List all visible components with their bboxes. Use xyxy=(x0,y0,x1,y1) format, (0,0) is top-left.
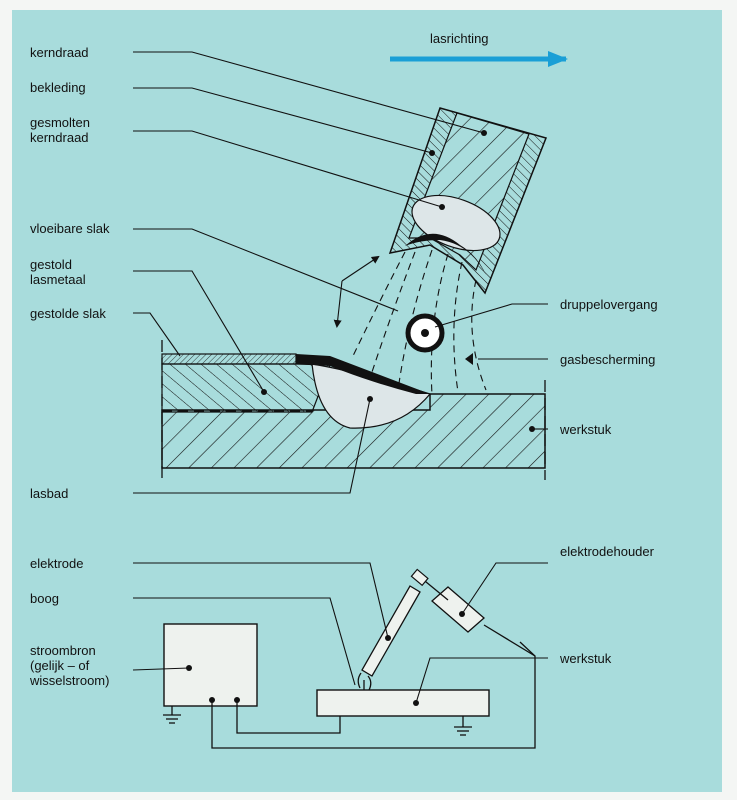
arc-mark xyxy=(357,672,372,691)
droplet-transfer xyxy=(405,313,445,353)
label-boog: boog xyxy=(30,591,59,606)
label-gestold-lasmetaal: gestold lasmetaal xyxy=(30,257,86,287)
label-lasrichting: lasrichting xyxy=(430,31,489,46)
slag-arrows xyxy=(333,255,380,328)
ground-icon xyxy=(454,716,472,736)
label-druppelovergang: druppelovergang xyxy=(560,297,658,312)
label-elektrodehouder: elektrodehouder xyxy=(560,544,654,559)
label-lasbad: lasbad xyxy=(30,486,69,501)
label-kerndraad: kerndraad xyxy=(30,45,89,60)
workpiece-section xyxy=(161,340,546,480)
ground-icon xyxy=(163,706,181,724)
label-vloeibare-slak: vloeibare slak xyxy=(30,221,110,236)
pointer-dots-top xyxy=(261,130,535,432)
power-source-box xyxy=(163,623,258,707)
label-gesmolten-kerndraad: gesmolten kerndraad xyxy=(30,115,90,145)
label-elektrode: elektrode xyxy=(30,556,84,571)
label-gestolde-slak: gestolde slak xyxy=(30,306,106,321)
label-werkstuk-bottom: werkstuk xyxy=(560,651,612,666)
label-werkstuk-top: werkstuk xyxy=(560,422,612,437)
electrode-cross-section xyxy=(388,107,548,295)
workpiece-plate xyxy=(316,689,490,717)
leader-lines-bottom xyxy=(132,562,548,704)
label-gasbescherming: gasbescherming xyxy=(560,352,656,367)
label-stroombron: stroombron (gelijk – of wisselstroom) xyxy=(30,643,110,688)
circuit-section xyxy=(163,568,536,749)
electrode-rod xyxy=(361,585,421,677)
label-bekleding: bekleding xyxy=(30,80,86,95)
